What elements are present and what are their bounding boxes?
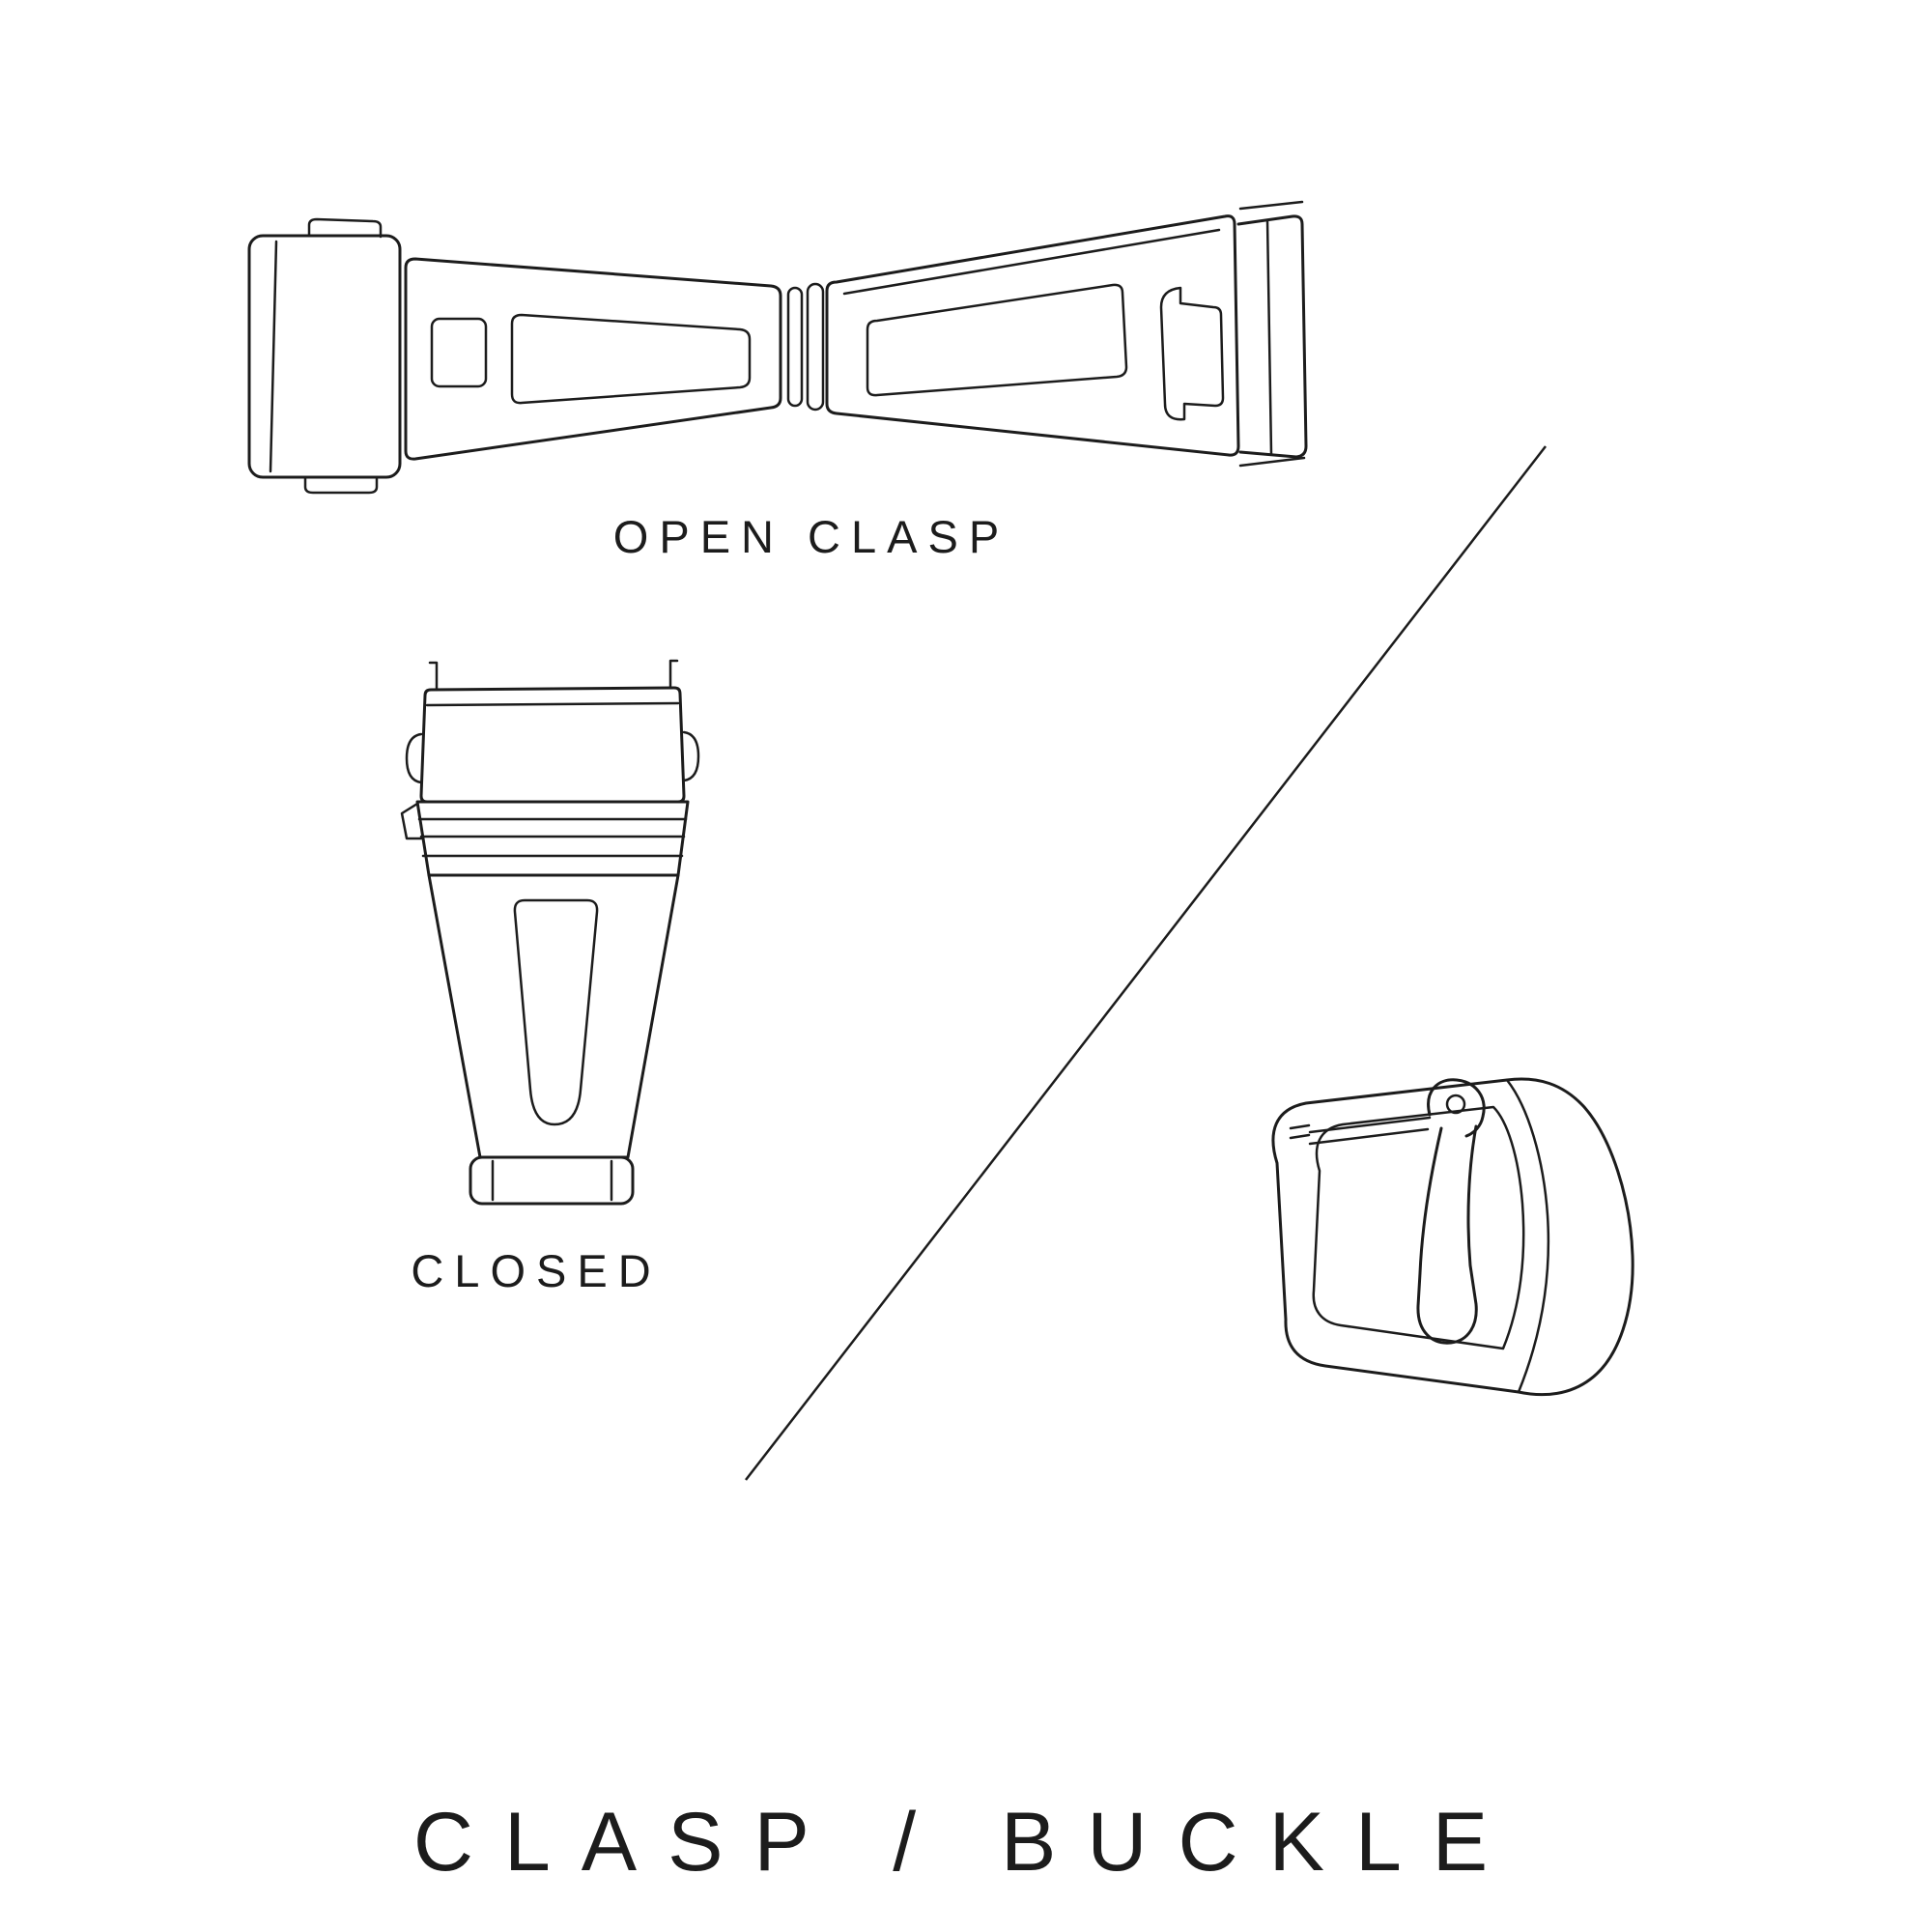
diagram-title: CLASP / BUCKLE (412, 1796, 1520, 1889)
open-clasp-left-plate (404, 257, 782, 461)
closed-clasp-illustration (400, 659, 700, 1206)
open-clasp-hinge (786, 286, 804, 408)
buckle-frame (1271, 1077, 1634, 1397)
open-clasp-bracket (1159, 286, 1225, 421)
closed-clasp-band (415, 800, 690, 877)
open-clasp-illustration (247, 200, 1308, 495)
closed-label: CLOSED (411, 1245, 662, 1296)
open-clasp-notch (430, 317, 488, 388)
pin-buckle-illustration (1271, 1077, 1634, 1397)
open-clasp-end-cap (1236, 214, 1308, 459)
open-clasp-label: OPEN CLASP (612, 511, 1010, 562)
buckle-opening (1312, 1105, 1525, 1350)
closed-clasp-foot (469, 1155, 635, 1206)
closed-clasp-body (427, 873, 680, 1159)
open-clasp-end-block (247, 234, 402, 479)
open-clasp-right-plate (825, 214, 1240, 457)
divider-line (745, 445, 1547, 1481)
buckle-bar (1308, 1116, 1432, 1134)
